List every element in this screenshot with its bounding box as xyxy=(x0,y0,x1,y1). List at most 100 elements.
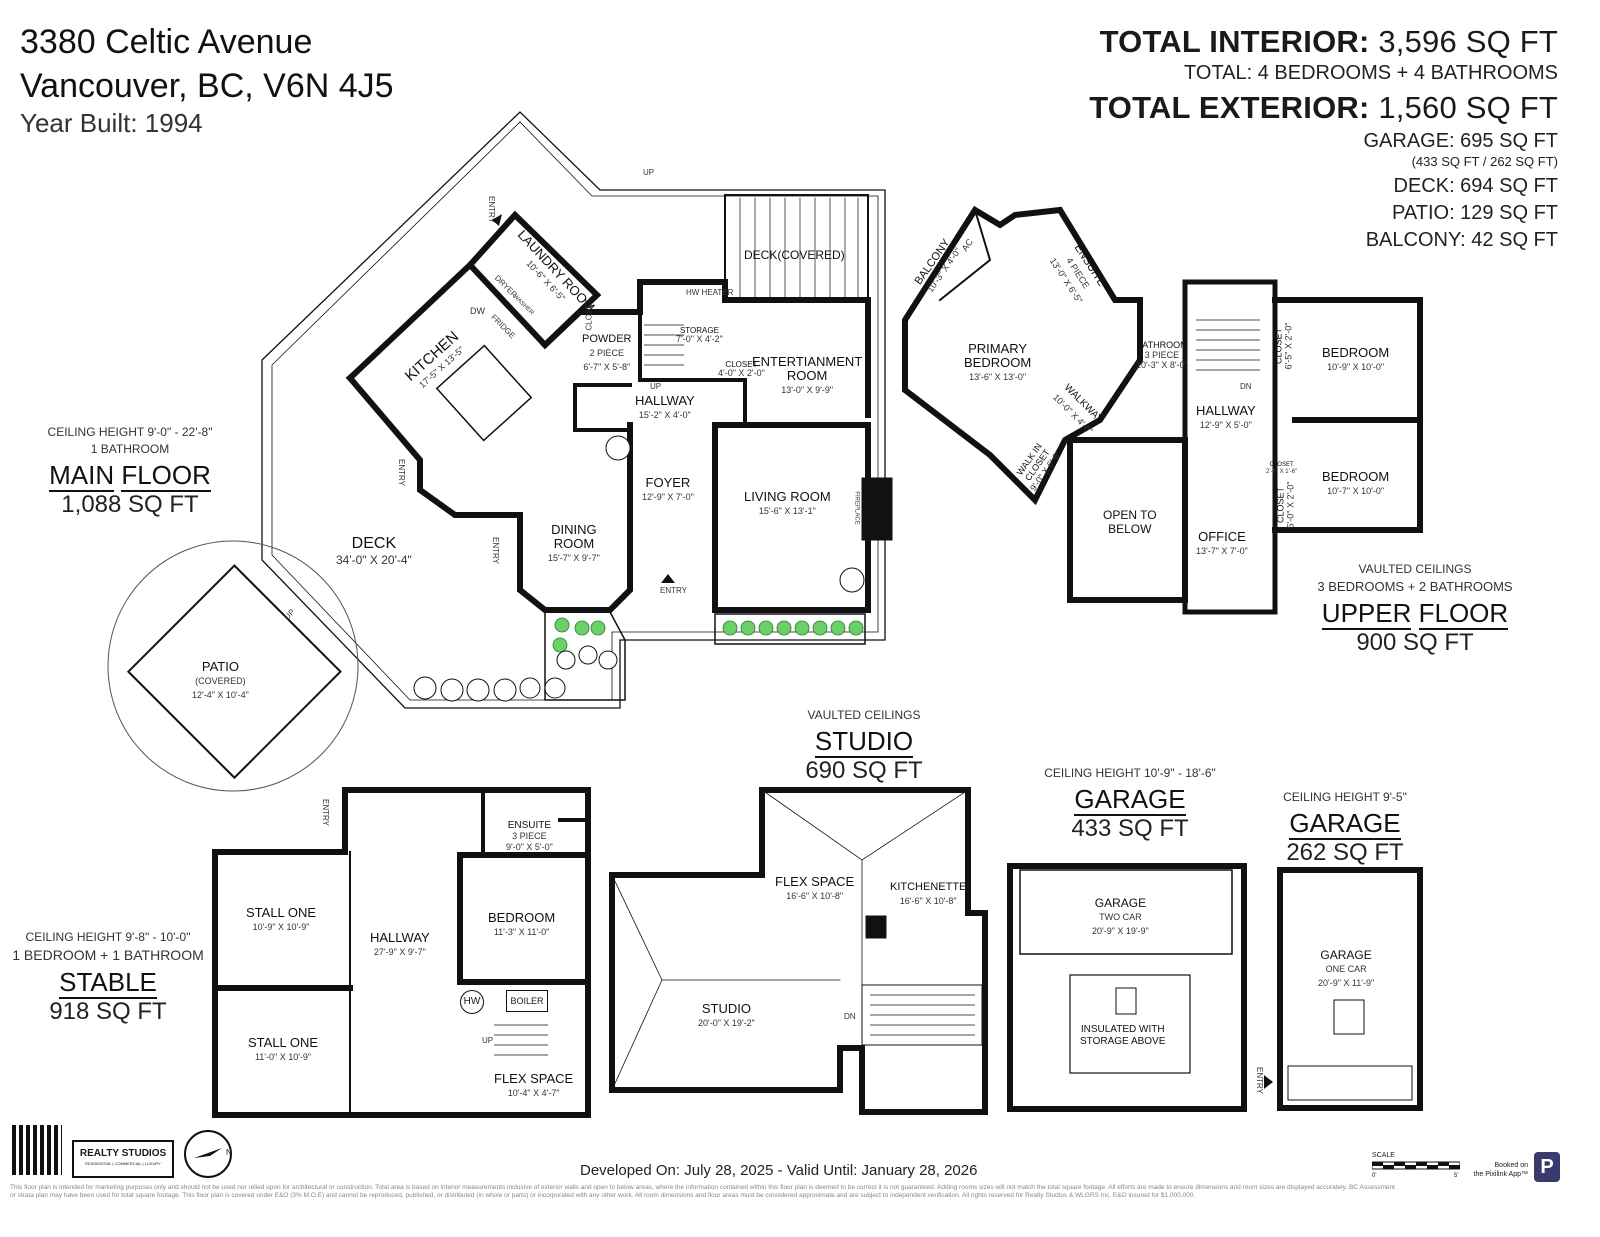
room-garage-two-name: GARAGE xyxy=(1094,896,1147,910)
deck-covered-label: DECK(COVERED) xyxy=(744,248,845,262)
entry-label-stable: ENTRY xyxy=(320,799,330,826)
realty-studios-logo: REALTY STUDIOS RESIDENTIAL | COMMERCIAL … xyxy=(72,1140,174,1178)
garage2-title: CEILING HEIGHT 9'-5" GARAGE 262 SQ FT xyxy=(1260,790,1430,867)
room-patio-dim: 12'-4" X 10'-4" xyxy=(192,690,249,700)
hallway-walls xyxy=(573,310,747,432)
planter-shrubs xyxy=(413,435,865,702)
garage2-area: 262 SQ FT xyxy=(1286,839,1404,866)
room-bedroom-up2: BEDROOM 10'-7" X 10'-0" xyxy=(1322,470,1389,498)
studio-area: 690 SQ FT xyxy=(805,757,923,784)
room-powder-name: POWDER xyxy=(582,333,632,345)
upper-name-a: UPPER xyxy=(1321,598,1412,630)
studio-stairs xyxy=(861,984,983,1046)
garage-breakdown: (433 SQ FT / 262 SQ FT) xyxy=(1411,154,1558,169)
upper-name-b: FLOOR xyxy=(1418,598,1509,630)
entry-label-front: ENTRY xyxy=(660,586,687,595)
kitchenette-block xyxy=(865,915,887,939)
booked-line1: Booked on xyxy=(1494,1162,1528,1169)
room-hallway-up-name: HALLWAY xyxy=(1196,403,1256,418)
garage2-ceiling: CEILING HEIGHT 9'-5" xyxy=(1283,790,1407,804)
room-hallway-stable-dim: 27'-9" X 9'-7" xyxy=(373,947,426,957)
fireplace-label: FIREPLACE xyxy=(853,491,860,525)
fireplace-block xyxy=(861,477,893,541)
pixilink-logo-icon[interactable]: P xyxy=(1534,1152,1560,1182)
room-primary-name-b: BEDROOM xyxy=(964,355,1032,370)
room-patio-sub: (COVERED) xyxy=(195,676,246,686)
brand-name: REALTY STUDIOS xyxy=(79,1148,167,1159)
stable-title: CEILING HEIGHT 9'-8" - 10'-0" 1 BEDROOM … xyxy=(10,930,206,1026)
room-closet-up2-dim: 2'-6" X 1'-6" xyxy=(1266,469,1298,475)
dn-label-studio: DN xyxy=(844,1012,856,1021)
scale-label: SCALE xyxy=(1372,1152,1395,1159)
room-ensuite-stable-name: ENSUITE xyxy=(507,820,552,831)
developed-date: Developed On: July 28, 2025 - Valid Unti… xyxy=(580,1162,978,1179)
main-floor-title: CEILING HEIGHT 9'-0" - 22'-8" 1 BATHROOM… xyxy=(40,425,220,519)
room-office-dim: 13'-7" X 7'-0" xyxy=(1196,546,1248,556)
address-line-2: Vancouver, BC, V6N 4J5 xyxy=(20,67,394,105)
upper-floor-title: VAULTED CEILINGS 3 BEDROOMS + 2 BATHROOM… xyxy=(1300,562,1530,657)
room-bedroom-up2-name: BEDROOM xyxy=(1322,469,1390,484)
room-dining-dim: 15'-7" X 9'-7" xyxy=(548,553,600,563)
room-open-below-b: BELOW xyxy=(1108,522,1152,536)
room-stall2-dim: 11'-0" X 10'-9" xyxy=(254,1052,312,1062)
room-patio: PATIO(COVERED)12'-4" X 10'-4" xyxy=(192,660,249,702)
room-studio-name: STUDIO xyxy=(701,1001,751,1016)
garage-storage-line1: INSULATED WITH xyxy=(1080,1024,1165,1035)
room-kitchenette-name: KITCHENETTE xyxy=(890,881,967,893)
studio-name: STUDIO xyxy=(814,726,914,758)
boiler-label: BOILER xyxy=(506,990,548,1012)
garage-hatch xyxy=(1115,987,1137,1015)
room-dining-name-b: ROOM xyxy=(553,536,595,551)
room-living-dim: 15'-6" X 13'-1" xyxy=(758,506,816,516)
upper-ceiling: VAULTED CEILINGS xyxy=(1358,562,1472,576)
room-closet-up2-name: CLOSET xyxy=(1269,462,1294,468)
total-exterior-value: 1,560 SQ FT xyxy=(1378,90,1558,125)
room-entertainment-name-a: ENTERTIANMENT xyxy=(752,354,863,369)
room-kitchenette-dim: 16'-6" X 10'-8" xyxy=(899,896,957,906)
year-built: Year Built: 1994 xyxy=(20,108,203,138)
entry-label-dining: ENTRY xyxy=(490,537,500,564)
room-studio-dim: 20'-0" X 19'-2" xyxy=(698,1018,755,1028)
room-powder-dim: 6'-7" X 5'-8" xyxy=(583,362,631,372)
total-interior: TOTAL INTERIOR: 3,596 SQ FT xyxy=(958,24,1558,60)
room-living: LIVING ROOM 15'-6" X 13'-1" xyxy=(744,490,831,518)
qr-code-icon[interactable] xyxy=(12,1125,62,1175)
room-flex-studio-dim: 16'-6" X 10'-8" xyxy=(786,891,844,901)
room-open-below-a: OPEN TO xyxy=(1103,508,1157,522)
room-closet-up1-dim: 6'-5" X 2'-0" xyxy=(1283,322,1294,370)
room-foyer-dim: 12'-9" X 7'-0" xyxy=(642,492,694,502)
deck-covered xyxy=(724,194,869,301)
room-bedroom-up2-dim: 10'-7" X 10'-0" xyxy=(1327,486,1385,496)
room-living-name: LIVING ROOM xyxy=(744,489,831,504)
room-closet-up1-name: CLOSET xyxy=(1273,327,1284,365)
main-name-b: FLOOR xyxy=(121,460,211,492)
address-line-1: 3380 Celtic Avenue xyxy=(20,23,313,61)
upper-hallway-walls xyxy=(1182,279,1278,615)
main-summary: 1 BATHROOM xyxy=(90,442,170,456)
garage-one-car-hatch xyxy=(1333,999,1365,1035)
total-exterior-label: TOTAL EXTERIOR: xyxy=(1089,90,1370,125)
deck-total: DECK: 694 SQ FT xyxy=(1393,175,1559,197)
total-exterior: TOTAL EXTERIOR: 1,560 SQ FT xyxy=(958,90,1558,126)
main-name-a: MAIN xyxy=(49,460,115,492)
room-garage-one-dim: 20'-9" X 11'-9" xyxy=(1318,978,1375,988)
planter-front xyxy=(714,613,866,645)
kitchen-walls xyxy=(345,260,871,418)
garage1-ceiling: CEILING HEIGHT 10'-9" - 18'-6" xyxy=(1044,766,1216,780)
scale-zero: 0' xyxy=(1372,1173,1377,1179)
room-bathroom-up-dim: 10'-3" X 8'-0" xyxy=(1136,360,1188,370)
room-foyer-name: FOYER xyxy=(645,475,691,490)
stable-outline xyxy=(212,787,591,1118)
garage-one-car-outline xyxy=(1277,867,1423,1111)
